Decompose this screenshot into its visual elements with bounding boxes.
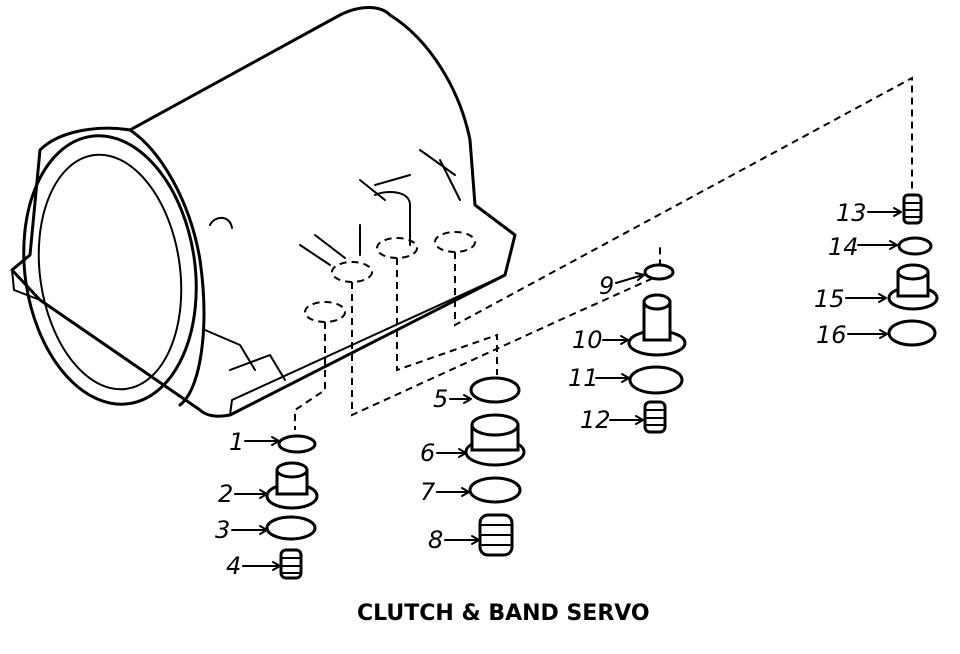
- o-ring-11: [628, 365, 684, 395]
- callout-12: 12: [580, 406, 611, 434]
- callouts: 1 2 3 4 5 6 7 8 9 10 11 12 13 14 15 16: [215, 199, 902, 580]
- servo-piston-2: [265, 461, 319, 510]
- callout-13: 13: [836, 199, 867, 227]
- servo-piston-10: [627, 293, 687, 357]
- servo-piston-6: [464, 413, 526, 467]
- callout-10: 10: [572, 326, 603, 354]
- o-ring-7: [468, 476, 522, 504]
- callout-9: 9: [599, 272, 614, 300]
- servo-group-a: [265, 434, 319, 580]
- callout-6: 6: [420, 439, 435, 467]
- servo-piston-15: [887, 263, 939, 311]
- seal-ring-1: [277, 434, 317, 454]
- callout-2: 2: [218, 480, 233, 508]
- o-ring-3: [265, 515, 317, 541]
- spring-13: [902, 193, 923, 225]
- callout-14: 14: [828, 233, 859, 261]
- servo-group-c: [627, 263, 687, 434]
- servo-group-b: [464, 376, 526, 557]
- callout-15: 15: [814, 285, 845, 313]
- callout-3: 3: [215, 516, 230, 544]
- servo-group-d: [887, 193, 939, 347]
- o-ring-16: [887, 319, 937, 347]
- callout-5: 5: [433, 385, 448, 413]
- callout-16: 16: [816, 321, 847, 349]
- o-ring-5: [469, 376, 521, 404]
- spring-8: [478, 513, 514, 557]
- spring-4: [279, 548, 303, 580]
- callout-8: 8: [428, 526, 443, 554]
- transmission-case: [10, 6, 517, 418]
- seal-ring-14: [897, 236, 933, 256]
- diagram-caption: CLUTCH & BAND SERVO: [357, 601, 650, 626]
- callout-11: 11: [568, 364, 599, 392]
- callout-1: 1: [229, 428, 244, 456]
- callout-7: 7: [420, 478, 436, 506]
- seal-ring-9: [643, 263, 675, 281]
- callout-4: 4: [226, 552, 241, 580]
- spring-12: [643, 400, 667, 434]
